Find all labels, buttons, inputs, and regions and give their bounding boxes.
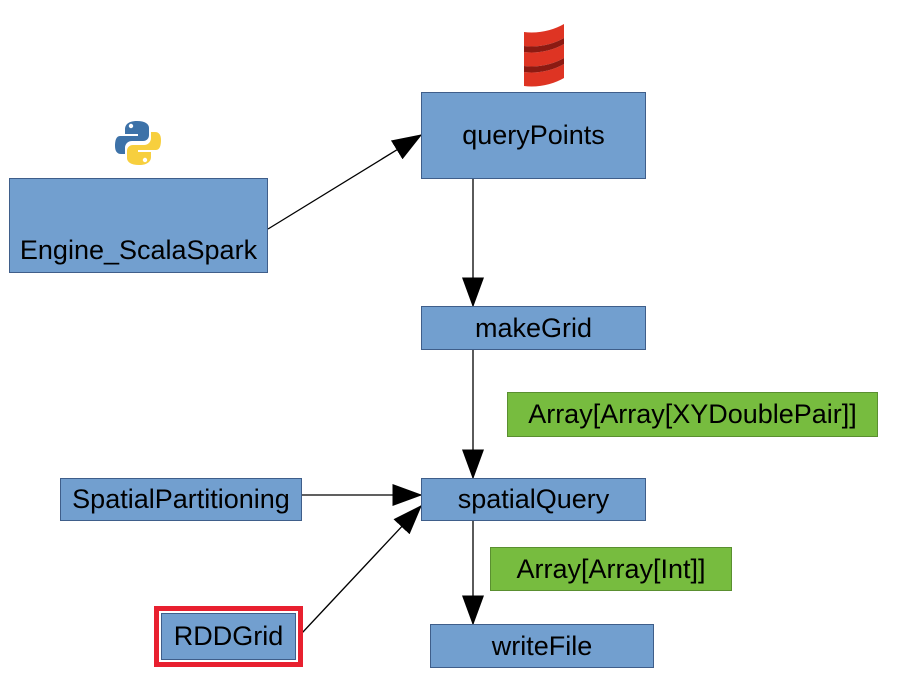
python-logo-icon: [115, 121, 161, 165]
node-engine-scalaspark: Engine_ScalaSpark: [9, 178, 268, 273]
type-label-result: Array[Array[Int]]: [490, 547, 732, 591]
node-label: spatialQuery: [457, 484, 610, 514]
node-writefile: writeFile: [430, 624, 654, 668]
highlight-frame: [154, 606, 303, 667]
arrow-rddgrid-to-spatialquery: [301, 504, 423, 634]
type-label-grid: Array[Array[XYDoublePair]]: [507, 392, 878, 437]
node-rddgrid: RDDGrid: [161, 613, 296, 660]
node-label: Engine_ScalaSpark: [19, 235, 258, 265]
node-querypoints: queryPoints: [421, 92, 646, 179]
scala-logo-icon: [524, 24, 564, 87]
node-spatialpartitioning: SpatialPartitioning: [60, 478, 302, 521]
arrow-engine-to-querypoints: [267, 134, 423, 230]
node-spatialquery: spatialQuery: [421, 478, 646, 521]
type-label-text: Array[Array[XYDoublePair]]: [528, 399, 857, 429]
node-label: queryPoints: [462, 120, 605, 150]
node-label: makeGrid: [474, 312, 593, 343]
node-makegrid: makeGrid: [421, 306, 646, 350]
type-label-text: Array[Array[Int]]: [516, 553, 706, 584]
node-label: SpatialPartitioning: [72, 484, 290, 514]
node-label: writeFile: [491, 630, 593, 661]
node-label: RDDGrid: [173, 621, 284, 651]
